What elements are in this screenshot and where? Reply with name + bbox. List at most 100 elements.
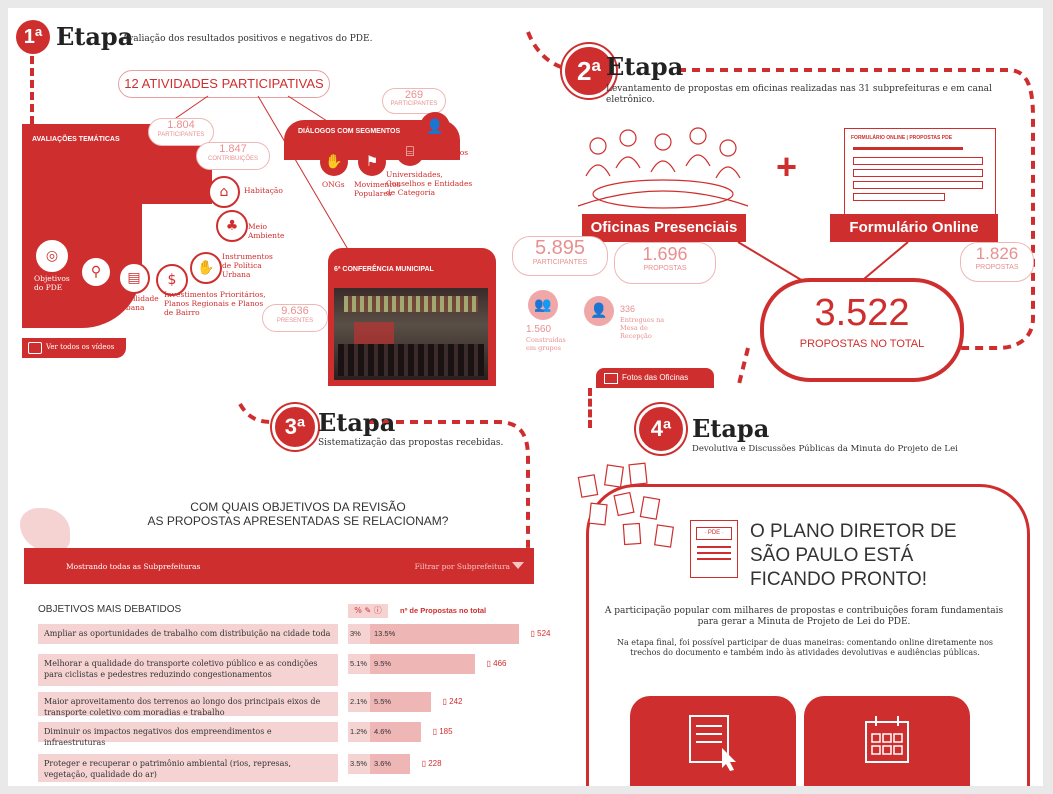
row-pct-primary: 1.2%: [348, 722, 370, 742]
presencial-proposals-count: 1.696: [642, 244, 688, 264]
house-icon[interactable]: ⌂: [208, 176, 240, 208]
dollar-icon[interactable]: $: [156, 264, 188, 296]
location-pin-icon[interactable]: ⚲: [80, 256, 112, 288]
table-row[interactable]: Proteger e recuperar o patrimônio ambien…: [38, 754, 338, 782]
row-count: ▯ 524: [531, 629, 551, 638]
row-pct-bar: [370, 754, 410, 774]
stage1-title: Etapa: [56, 22, 134, 51]
row-count: ▯ 185: [433, 727, 453, 736]
table-row[interactable]: Maior aproveitamento dos terrenos ao lon…: [38, 692, 338, 717]
stage3-subtitle: Sistematização das propostas recebidas.: [318, 438, 504, 448]
groups-label: Construídas em grupos: [526, 336, 566, 352]
videos-link-label: Ver todos os vídeos: [46, 343, 115, 351]
row-count: ▯ 466: [487, 659, 507, 668]
video-icon: [28, 342, 42, 354]
person-icon: 👤: [584, 296, 614, 326]
building-icon[interactable]: ⌸: [396, 138, 424, 166]
stage2-badge: 2ª: [562, 44, 616, 98]
workshop-sketch: [577, 127, 749, 209]
stage2-connectors: [737, 241, 909, 285]
headline-line3: FICANDO PRONTO!: [750, 569, 927, 590]
stage2-title: Etapa: [606, 52, 684, 81]
presencial-participants-label: PARTICIPANTES: [532, 259, 588, 266]
segment-label-empresarios: Empresários: [420, 148, 469, 157]
theme-label-investimentos: Investimentos Prioritários, Planos Regio…: [164, 290, 266, 317]
row-count: ▯ 228: [422, 759, 442, 768]
segments-participants-label: PARTICIPANTES: [390, 101, 438, 107]
table-row[interactable]: Melhorar a qualidade do transporte colet…: [38, 654, 338, 686]
row-count-value: 524: [537, 629, 551, 638]
stage1-badge: 1ª: [16, 20, 50, 54]
stage4-subtitle: Devolutiva e Discussões Públicas da Minu…: [692, 444, 958, 454]
stage4-badge: 4ª: [636, 404, 686, 454]
row-pct-secondary: 3.6%: [374, 759, 392, 768]
thematic-contributions-label: CONTRIBUIÇÕES: [207, 156, 258, 162]
row-count-value: 242: [449, 697, 463, 706]
handshake-icon[interactable]: ✋: [190, 252, 222, 284]
documents-cluster: [577, 462, 674, 548]
total-proposals-box: 3.522 PROPOSTAS NO TOTAL: [760, 278, 964, 382]
row-pct-secondary: 9.5%: [374, 659, 392, 668]
stage1-dash-line: [30, 56, 34, 136]
total-proposals-label: PROPOSTAS NO TOTAL: [799, 338, 925, 350]
photos-button[interactable]: Fotos das Oficinas: [596, 368, 714, 388]
filter-dropdown[interactable]: Filtrar por Subprefeitura: [414, 562, 510, 571]
sao-paulo-map: [20, 508, 70, 552]
row-pct-bar: [370, 654, 475, 674]
row-pct-primary: 2.1%: [348, 692, 370, 712]
online-proposals-bubble: 1.826 PROPOSTAS: [960, 242, 1034, 282]
row-pct-secondary: 5.5%: [374, 697, 392, 706]
public-hearings-card[interactable]: [804, 696, 970, 786]
theme-label-habitacao: Habitação: [244, 186, 283, 195]
reception-count: 336: [620, 304, 636, 314]
conference-photo[interactable]: [334, 288, 488, 380]
col-header-count: nº de Propostas no total: [400, 606, 487, 615]
photos-button-label: Fotos das Oficinas: [622, 373, 689, 382]
present-count: 9.636: [281, 305, 309, 317]
segment-label-ongs: ONGs: [322, 180, 345, 189]
handshake-icon[interactable]: ✋: [320, 148, 348, 176]
thematic-contributions-count: 1.847: [219, 143, 247, 155]
table-row[interactable]: Diminuir os impactos negativos dos empre…: [38, 722, 338, 747]
target-icon[interactable]: ◎: [34, 238, 70, 274]
table-row[interactable]: Ampliar as oportunidades de trabalho com…: [38, 624, 338, 644]
groups-count: 1.560: [526, 324, 552, 335]
group-icon: 👥: [528, 290, 558, 320]
question-title: COM QUAIS OBJETIVOS DA REVISÃO AS PROPOS…: [108, 500, 488, 528]
tree-icon[interactable]: ♣: [216, 210, 248, 242]
filter-bar: Mostrando todas as Subprefeituras Filtra…: [24, 548, 534, 584]
thematic-participants-count: 1.804: [167, 119, 195, 131]
segments-participants-bubble: 269 PARTICIPANTES: [382, 88, 446, 114]
row-pct-primary: 3%: [348, 624, 370, 644]
presencial-participants-count: 5.895: [534, 237, 586, 259]
theme-label-uso-solo: Uso e ocupação do solo: [78, 288, 115, 315]
chevron-down-icon[interactable]: [512, 562, 524, 569]
theme-label-objetivos: Objetivos do PDE: [34, 274, 70, 292]
stage3-title: Etapa: [318, 408, 396, 437]
form-mock-title: FORMULÁRIO ONLINE | PROPOSTAS PDE: [851, 135, 953, 141]
businessman-icon[interactable]: 👤: [420, 112, 450, 142]
presencial-proposals-label: PROPOSTAS: [643, 265, 687, 272]
theme-label-mobilidade: Mobilidade Urbana: [116, 294, 159, 312]
presencial-proposals-bubble: 1.696 PROPOSTAS: [614, 242, 716, 284]
online-form-mock[interactable]: FORMULÁRIO ONLINE | PROPOSTAS PDE: [844, 128, 996, 220]
segment-label-movimentos: Movimentos Populares: [354, 180, 401, 198]
bus-icon[interactable]: ▤: [118, 262, 150, 294]
col-header-icons: % ✎ ⓘ: [348, 604, 388, 618]
thematic-contributions-bubble: 1.847 CONTRIBUIÇÕES: [196, 142, 270, 170]
flag-icon[interactable]: ⚑: [358, 148, 386, 176]
stage4-frame: [586, 484, 1030, 786]
online-comment-card[interactable]: [630, 696, 796, 786]
row-count-value: 228: [428, 759, 442, 768]
pde-document-icon: · PDE ·: [690, 520, 738, 578]
document-icon: ▯: [442, 697, 450, 706]
theme-label-instrumentos: Instrumentos de Política Urbana: [222, 252, 273, 279]
stage4-title: Etapa: [692, 414, 770, 443]
document-icon: ▯: [530, 629, 538, 638]
segments-header: DIÁLOGOS COM SEGMENTOS: [298, 128, 401, 135]
stage2-subtitle: Levantamento de propostas em oficinas re…: [606, 84, 992, 105]
headline-line2: SÃO PAULO ESTÁ: [750, 545, 914, 566]
videos-link[interactable]: Ver todos os vídeos: [22, 338, 126, 358]
infographic-canvas: 1ª Etapa Avaliação dos resultados positi…: [8, 8, 1043, 786]
document-icon: ▯: [486, 659, 494, 668]
